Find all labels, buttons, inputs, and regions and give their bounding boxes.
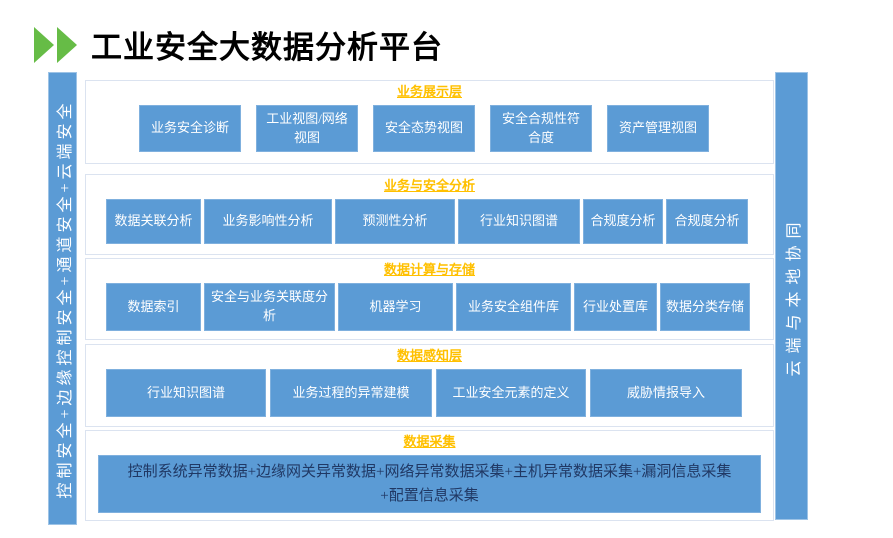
diagram-box: 机器学习	[338, 283, 453, 331]
diagram-box: 合规度分析	[583, 199, 663, 244]
layer-section-2: 数据计算与存储数据索引安全与业务关联度分析机器学习业务安全组件库行业处置库数据分…	[85, 258, 774, 340]
layer-header: 业务与安全分析	[383, 178, 475, 193]
box-row: 数据索引安全与业务关联度分析机器学习业务安全组件库行业处置库数据分类存储	[86, 283, 773, 331]
diagram-box: 安全态势视图	[373, 105, 475, 152]
diagram-box: 工业视图/网络视图	[256, 105, 358, 152]
layer-section-3: 数据感知层行业知识图谱业务过程的异常建模工业安全元素的定义威胁情报导入	[85, 344, 774, 427]
diagram-box: 安全与业务关联度分析	[204, 283, 335, 331]
layer-stack: 业务展示层业务安全诊断工业视图/网络视图安全态势视图安全合规性符合度资产管理视图…	[85, 0, 774, 538]
diagram-box: 数据分类存储	[660, 283, 750, 331]
box-row: 控制系统异常数据+边缘网关异常数据+网络异常数据采集+主机异常数据采集+漏洞信息…	[86, 455, 773, 513]
layer-section-4: 数据采集控制系统异常数据+边缘网关异常数据+网络异常数据采集+主机异常数据采集+…	[85, 430, 774, 521]
layer-header: 业务展示层	[396, 84, 462, 99]
layer-section-0: 业务展示层业务安全诊断工业视图/网络视图安全态势视图安全合规性符合度资产管理视图	[85, 80, 774, 164]
diagram-box: 合规度分析	[666, 199, 748, 244]
left-security-bar-label: 控制安全+边缘控制安全+通道安全+云端安全	[56, 98, 74, 499]
layer-header: 数据感知层	[396, 348, 462, 363]
box-row: 数据关联分析业务影响性分析预测性分析行业知识图谱合规度分析合规度分析	[86, 199, 773, 244]
layer-header: 数据计算与存储	[383, 262, 475, 277]
layer-section-1: 业务与安全分析数据关联分析业务影响性分析预测性分析行业知识图谱合规度分析合规度分…	[85, 174, 774, 255]
diagram-box: 行业知识图谱	[106, 369, 266, 417]
diagram-box: 控制系统异常数据+边缘网关异常数据+网络异常数据采集+主机异常数据采集+漏洞信息…	[98, 455, 761, 513]
right-collaboration-bar-label: 云端与本地协同	[785, 215, 803, 377]
diagram-box: 预测性分析	[335, 199, 455, 244]
diagram-box: 业务过程的异常建模	[270, 369, 432, 417]
diagram-box: 业务安全诊断	[139, 105, 241, 152]
diagram-box: 业务影响性分析	[204, 199, 332, 244]
diagram-box: 数据关联分析	[106, 199, 201, 244]
diagram-box: 业务安全组件库	[456, 283, 571, 331]
diagram-box: 安全合规性符合度	[490, 105, 592, 152]
layer-header: 数据采集	[403, 434, 456, 449]
box-row: 业务安全诊断工业视图/网络视图安全态势视图安全合规性符合度资产管理视图	[86, 105, 773, 152]
diagram-box: 威胁情报导入	[590, 369, 742, 417]
page-title: 工业安全大数据分析平台	[91, 30, 443, 65]
box-row: 行业知识图谱业务过程的异常建模工业安全元素的定义威胁情报导入	[86, 369, 773, 417]
diagram-box: 工业安全元素的定义	[436, 369, 586, 417]
diagram-box: 数据索引	[106, 283, 201, 331]
title-row: 工业安全大数据分析平台	[33, 22, 443, 67]
right-collaboration-bar: 云端与本地协同	[775, 72, 808, 520]
diagram-box: 行业知识图谱	[458, 199, 580, 244]
diagram-box: 资产管理视图	[607, 105, 709, 152]
left-security-bar: 控制安全+边缘控制安全+通道安全+云端安全	[48, 72, 77, 525]
fast-forward-icon	[34, 26, 77, 63]
diagram-box: 行业处置库	[574, 283, 657, 331]
